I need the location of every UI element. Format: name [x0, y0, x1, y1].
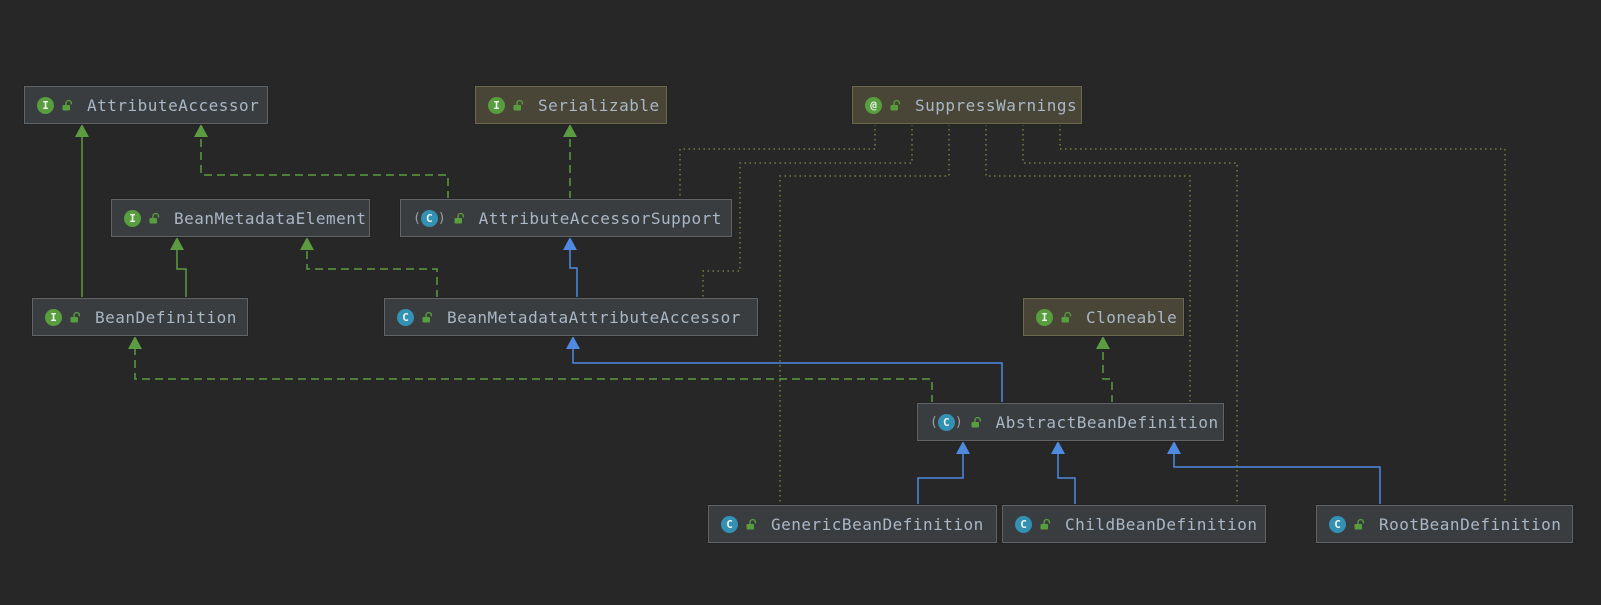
- edge-annotation-SuppressWarnings-to-GenericBeanDefinition: [779, 124, 950, 505]
- class-node-beanmetadataattributeaccessor[interactable]: C BeanMetadataAttributeAccessor: [384, 298, 758, 336]
- abstract-paren-icon: (: [930, 414, 938, 430]
- edge-extends-class-AbstractBeanDefinition-to-BeanMetadataAttributeAccessor: [572, 348, 1003, 403]
- class-node-suppresswarnings[interactable]: @ SuppressWarnings: [852, 86, 1082, 124]
- public-unlocked-icon: [62, 99, 73, 110]
- abstract-paren-icon: ): [954, 414, 963, 430]
- interface-icon: I: [1036, 308, 1053, 326]
- class-node-attributeaccessor[interactable]: I AttributeAccessor: [24, 86, 268, 124]
- abstract-paren-icon: (: [413, 210, 421, 226]
- arrowhead-AbstractBeanDefinition-to-BeanDefinition: [128, 336, 142, 349]
- abstract-paren-icon: ): [437, 210, 446, 226]
- edge-annotation-SuppressWarnings-to-AttributeAccessorSupport: [679, 124, 876, 199]
- class-name-label: BeanDefinition: [95, 307, 237, 327]
- class-name-label: SuppressWarnings: [915, 95, 1078, 115]
- interface-icon-circle: I: [488, 96, 505, 114]
- class-icon-circle: C: [1329, 515, 1346, 533]
- class-name-label: AttributeAccessor: [87, 95, 260, 115]
- edge-annotation-SuppressWarnings-to-AbstractBeanDefinition: [985, 124, 1191, 403]
- annotation-icon: @: [865, 96, 882, 114]
- edge-extends-interface-BeanDefinition-to-BeanMetadataElement: [176, 249, 187, 298]
- class-node-abstractbeandefinition[interactable]: (C) AbstractBeanDefinition: [917, 403, 1224, 441]
- edge-implements-AbstractBeanDefinition-to-Cloneable: [1102, 348, 1113, 403]
- public-unlocked-icon: [454, 212, 464, 223]
- public-unlocked-icon: [1040, 518, 1051, 529]
- class-name-label: ChildBeanDefinition: [1065, 514, 1258, 534]
- edge-implements-AbstractBeanDefinition-to-BeanDefinition: [134, 348, 933, 403]
- edge-extends-class-ChildBeanDefinition-to-AbstractBeanDefinition: [1057, 453, 1076, 505]
- arrowhead-AttributeAccessorSupport-to-AttributeAccessor: [194, 124, 208, 137]
- class-icon: C: [1329, 515, 1346, 533]
- class-node-beanmetadataelement[interactable]: I BeanMetadataElement: [111, 199, 370, 237]
- arrowhead-AttributeAccessorSupport-to-Serializable: [563, 124, 577, 137]
- abstract-class-icon: (C): [930, 413, 963, 431]
- class-icon: C: [721, 515, 738, 533]
- interface-icon: I: [124, 209, 141, 227]
- arrowhead-GenericBeanDefinition-to-AbstractBeanDefinition: [956, 441, 970, 454]
- public-unlocked-icon: [746, 518, 757, 529]
- class-name-label: GenericBeanDefinition: [771, 514, 984, 534]
- arrowhead-BeanMetadataAttributeAccessor-to-AttributeAccessorSupport: [563, 237, 577, 250]
- interface-icon-circle: I: [1036, 308, 1053, 326]
- public-unlocked-icon: [70, 311, 81, 322]
- class-node-attributeaccessorsupport[interactable]: (C) AttributeAccessorSupport: [400, 199, 732, 237]
- edge-implements-BeanMetadataAttributeAccessor-to-BeanMetadataElement: [306, 249, 438, 298]
- edge-extends-class-GenericBeanDefinition-to-AbstractBeanDefinition: [917, 453, 964, 505]
- public-unlocked-icon: [971, 416, 981, 427]
- interface-icon-circle: I: [37, 96, 54, 114]
- public-unlocked-icon: [890, 99, 901, 110]
- class-node-serializable[interactable]: I Serializable: [475, 86, 667, 124]
- abstract-class-icon: (C): [413, 209, 446, 227]
- class-node-genericbeandefinition[interactable]: C GenericBeanDefinition: [708, 505, 997, 543]
- class-icon: C: [1015, 515, 1032, 533]
- class-icon-circle: C: [397, 308, 414, 326]
- edge-implements-AttributeAccessorSupport-to-AttributeAccessor: [200, 136, 449, 199]
- class-name-label: Cloneable: [1086, 307, 1178, 327]
- public-unlocked-icon: [1354, 518, 1365, 529]
- class-node-cloneable[interactable]: I Cloneable: [1023, 298, 1184, 336]
- arrowhead-AbstractBeanDefinition-to-BeanMetadataAttributeAccessor: [566, 336, 580, 349]
- class-node-beandefinition[interactable]: I BeanDefinition: [32, 298, 248, 336]
- class-icon-circle: C: [1015, 515, 1032, 533]
- arrowhead-AbstractBeanDefinition-to-Cloneable: [1096, 336, 1110, 349]
- interface-icon: I: [45, 308, 62, 326]
- arrowhead-BeanDefinition-to-BeanMetadataElement: [170, 237, 184, 250]
- class-node-childbeandefinition[interactable]: C ChildBeanDefinition: [1002, 505, 1266, 543]
- edge-annotation-SuppressWarnings-to-ChildBeanDefinition: [1022, 124, 1238, 505]
- class-name-label: AbstractBeanDefinition: [995, 412, 1219, 432]
- class-icon-circle: C: [721, 515, 738, 533]
- arrowhead-BeanMetadataAttributeAccessor-to-BeanMetadataElement: [300, 237, 314, 250]
- public-unlocked-icon: [513, 99, 524, 110]
- interface-icon-circle: I: [124, 209, 141, 227]
- edge-extends-class-RootBeanDefinition-to-AbstractBeanDefinition: [1173, 453, 1381, 505]
- arrowhead-RootBeanDefinition-to-AbstractBeanDefinition: [1167, 441, 1181, 454]
- class-icon: C: [397, 308, 414, 326]
- public-unlocked-icon: [422, 311, 433, 322]
- abstract-class-icon-circle: C: [420, 209, 438, 227]
- arrowhead-BeanDefinition-to-AttributeAccessor: [75, 124, 89, 137]
- abstract-class-icon-circle: C: [937, 413, 955, 431]
- class-name-label: RootBeanDefinition: [1379, 514, 1562, 534]
- class-name-label: BeanMetadataElement: [174, 208, 367, 228]
- class-name-label: AttributeAccessorSupport: [478, 208, 722, 228]
- interface-icon-circle: I: [45, 308, 62, 326]
- edge-extends-class-BeanMetadataAttributeAccessor-to-AttributeAccessorSupport: [569, 249, 578, 298]
- arrowhead-ChildBeanDefinition-to-AbstractBeanDefinition: [1051, 441, 1065, 454]
- edge-annotation-SuppressWarnings-to-BeanMetadataAttributeAccessor: [702, 124, 913, 298]
- class-name-label: BeanMetadataAttributeAccessor: [447, 307, 741, 327]
- public-unlocked-icon: [149, 212, 160, 223]
- public-unlocked-icon: [1061, 311, 1072, 322]
- interface-icon: I: [488, 96, 505, 114]
- interface-icon: I: [37, 96, 54, 114]
- class-node-rootbeandefinition[interactable]: C RootBeanDefinition: [1316, 505, 1573, 543]
- class-name-label: Serializable: [538, 95, 660, 115]
- annotation-icon-circle: @: [865, 96, 882, 114]
